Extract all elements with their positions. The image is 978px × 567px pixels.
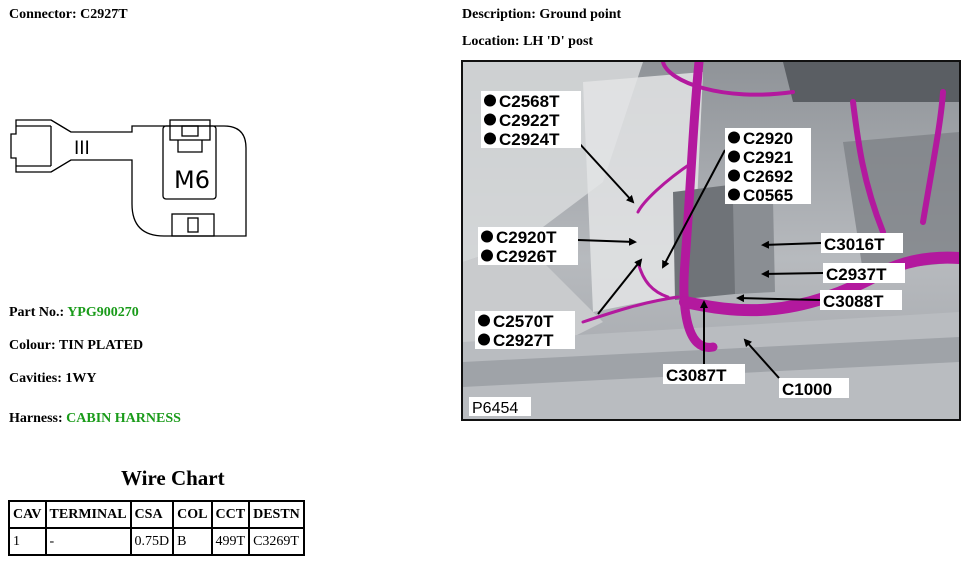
connector-drawing: III M6 [10, 119, 247, 237]
svg-text:C1000: C1000 [782, 380, 832, 399]
part-field: Part No.: YPG900270 [9, 305, 139, 321]
description-label: Description: [462, 7, 536, 22]
callout-c3016t: C3016T [821, 233, 903, 254]
bullet-icon [478, 314, 490, 327]
callout-c0565: C0565 [725, 185, 811, 205]
bullet-icon [728, 150, 740, 163]
callout-c2937t: C2937T [823, 263, 905, 284]
svg-text:C2692: C2692 [743, 167, 793, 186]
svg-text:P6454: P6454 [472, 400, 518, 417]
roman-marking: III [74, 138, 90, 159]
description-value: Ground point [539, 7, 622, 22]
callout-c2920t: C2920T [478, 227, 578, 247]
cell-col: B [172, 527, 213, 556]
callout-c2692: C2692 [725, 166, 811, 186]
table-row: 1 - 0.75D B 499T C3269T [8, 527, 305, 556]
svg-text:C2570T: C2570T [493, 312, 554, 331]
callout-c1000: C1000 [779, 378, 849, 399]
bullet-icon [481, 249, 493, 262]
header-destn: DESTN [248, 500, 305, 529]
header-csa: CSA [129, 500, 175, 529]
svg-text:C2937T: C2937T [826, 265, 887, 284]
bullet-icon [728, 131, 740, 144]
wire-chart-table: CAV TERMINAL CSA COL CCT DESTN 1 - 0.75D… [8, 500, 305, 556]
callout-c2926t: C2926T [478, 246, 578, 266]
bullet-icon [481, 230, 493, 243]
callout-c2570t: C2570T [475, 311, 575, 331]
cell-cct: 499T [210, 527, 251, 556]
svg-text:C0565: C0565 [743, 186, 793, 205]
svg-text:C2921: C2921 [743, 148, 793, 167]
connector-body-outline [10, 119, 247, 237]
description-field: Description: Ground point [462, 7, 621, 23]
connector-field: Connector: C2927T [9, 7, 128, 23]
callout-c3087t: C3087T [663, 364, 745, 385]
connector-label: Connector: [9, 7, 77, 22]
photo-reference: P6454 [469, 397, 531, 417]
colour-field: Colour: TIN PLATED [9, 338, 143, 354]
cavities-value: 1WY [65, 371, 97, 386]
callout-c2922t: C2922T [481, 110, 581, 130]
harness-label: Harness: [9, 411, 63, 426]
cavities-label: Cavities: [9, 371, 62, 386]
svg-text:C2568T: C2568T [499, 92, 560, 111]
bullet-icon [484, 94, 496, 107]
bullet-icon [484, 132, 496, 145]
svg-text:C2922T: C2922T [499, 111, 560, 130]
connector-value: C2927T [80, 7, 128, 22]
svg-text:C2920: C2920 [743, 129, 793, 148]
callout-c2920: C2920 [725, 128, 811, 148]
header-col: COL [172, 500, 213, 529]
table-header-row: CAV TERMINAL CSA COL CCT DESTN [8, 500, 305, 529]
colour-value: TIN PLATED [58, 338, 144, 353]
part-value: YPG900270 [67, 305, 139, 320]
svg-text:C3087T: C3087T [666, 366, 727, 385]
callout-c2924t: C2924T [481, 129, 581, 149]
svg-text:C3016T: C3016T [824, 235, 885, 254]
colour-label: Colour: [9, 338, 56, 353]
location-value: LH 'D' post [523, 34, 594, 49]
wire-chart-title: Wire Chart [121, 466, 225, 490]
location-photo-illustration: C2568T C2922T C2924T C2920 C2921 [463, 62, 959, 419]
callout-c2568t: C2568T [481, 91, 581, 111]
callout-c2921: C2921 [725, 147, 811, 167]
cell-cav: 1 [8, 527, 47, 556]
bullet-icon [478, 333, 490, 346]
header-cav: CAV [8, 500, 47, 529]
svg-text:C3088T: C3088T [823, 292, 884, 311]
svg-text:C2924T: C2924T [499, 130, 560, 149]
part-label: Part No.: [9, 305, 65, 320]
location-field: Location: LH 'D' post [462, 34, 593, 50]
cell-destn: C3269T [248, 527, 305, 556]
header-cct: CCT [210, 500, 251, 529]
cell-terminal: - [44, 527, 132, 556]
cavities-field: Cavities: 1WY [9, 371, 97, 387]
svg-text:C2926T: C2926T [496, 247, 557, 266]
harness-field: Harness: CABIN HARNESS [9, 411, 181, 427]
svg-text:C2920T: C2920T [496, 228, 557, 247]
callout-c3088t: C3088T [820, 290, 902, 311]
location-photo: C2568T C2922T C2924T C2920 C2921 [461, 60, 961, 421]
harness-value: CABIN HARNESS [66, 411, 181, 426]
m6-marking: M6 [174, 166, 210, 194]
bullet-icon [728, 169, 740, 182]
svg-text:C2927T: C2927T [493, 331, 554, 350]
callout-c2927t: C2927T [475, 330, 575, 350]
bullet-icon [728, 188, 740, 201]
cell-csa: 0.75D [129, 527, 175, 556]
header-terminal: TERMINAL [44, 500, 132, 529]
bullet-icon [484, 113, 496, 126]
location-label: Location: [462, 34, 520, 49]
